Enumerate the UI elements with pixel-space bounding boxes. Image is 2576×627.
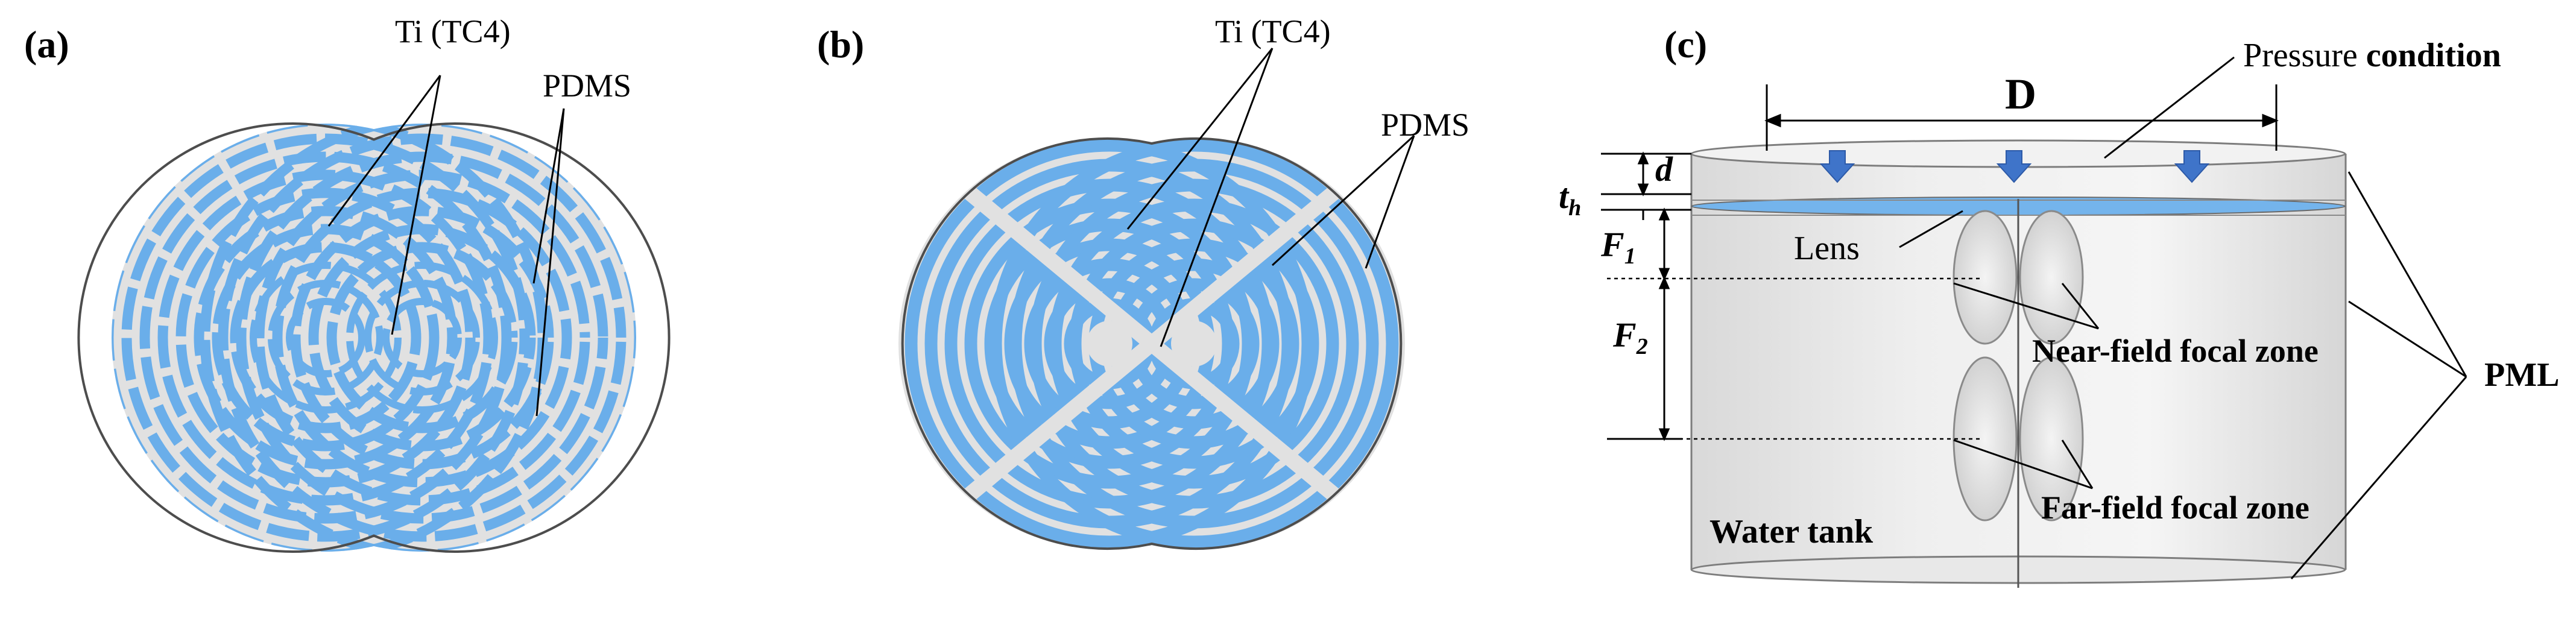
f2-main: F [1612, 315, 1637, 354]
f2-label: F2 [1612, 315, 1648, 359]
panel-b-ring [1069, 218, 1319, 469]
panel-a-ring [218, 133, 627, 542]
near-field-label: Near-field focal zone [2032, 333, 2319, 369]
panel-a-ring [272, 187, 572, 488]
f2-sub: 2 [1636, 334, 1648, 359]
panel-b-lens-pattern: (b) Ti (TC4) PDMS [817, 13, 1470, 550]
panel-a-ring [286, 298, 365, 377]
panel-a-ring [382, 298, 462, 377]
condition-word: condition [2366, 37, 2501, 74]
panel-a-ring [157, 169, 494, 506]
panel-a-ring [250, 262, 402, 414]
th-label: th [1559, 177, 1581, 221]
diameter-dimension [1764, 84, 2279, 151]
panel-a-ring [230, 242, 421, 433]
panel-c-simulation-setup: D Pressure condition d th [1559, 23, 2559, 588]
panel-a-ring [326, 242, 518, 433]
lens-label: Lens [1794, 230, 1860, 267]
diameter-label: D [2005, 70, 2036, 118]
pml-label: PML [2484, 356, 2559, 394]
left-dimensions [1601, 151, 1981, 441]
th-main: t [1559, 177, 1570, 216]
panel-b-ring [1128, 278, 1260, 409]
panel-b-label-ti: Ti (TC4) [1215, 13, 1331, 49]
panel-a-ring [346, 262, 498, 414]
panel-a-tag: (a) [24, 23, 69, 66]
panel-b-tag: (b) [817, 23, 864, 66]
panel-a-ring [364, 280, 480, 395]
panel-a-outline [77, 122, 671, 553]
far-field-label: Far-field focal zone [2041, 490, 2309, 526]
pressure-arrows [1819, 150, 2210, 183]
water-tank-cylinder [1690, 139, 2347, 588]
water-tank-label: Water tank [1709, 513, 1874, 550]
panel-b-outline [901, 137, 1403, 550]
panel-a-label-ti: Ti (TC4) [395, 13, 511, 49]
panel-b-label-pdms: PDMS [1381, 107, 1470, 143]
f1-label: F1 [1600, 225, 1636, 269]
far-field-focal-zone [1953, 356, 2084, 521]
panel-a-ring [175, 187, 476, 488]
f1-sub: 1 [1624, 244, 1636, 269]
panel-a-ring [139, 151, 512, 524]
d-label: d [1655, 150, 1673, 189]
th-sub: h [1568, 195, 1581, 221]
panel-b-ring [1049, 198, 1339, 489]
pressure-word: Pressure [2243, 37, 2366, 74]
panel-a-ring [308, 224, 536, 452]
panel-c-tag: (c) [1664, 23, 1707, 66]
panel-b-ring [1009, 159, 1379, 529]
f1-main: F [1600, 225, 1624, 264]
panel-a-lens-pattern: (a) Ti (TC4) PDMS [24, 13, 671, 553]
panel-a-ring [236, 151, 608, 524]
panel-a-label-pdms: PDMS [543, 68, 631, 104]
pressure-condition-label: Pressure condition [2243, 37, 2501, 74]
panel-a-ring [290, 206, 554, 470]
near-field-focal-zone [1953, 210, 2084, 345]
panel-b-ring [1029, 178, 1359, 509]
